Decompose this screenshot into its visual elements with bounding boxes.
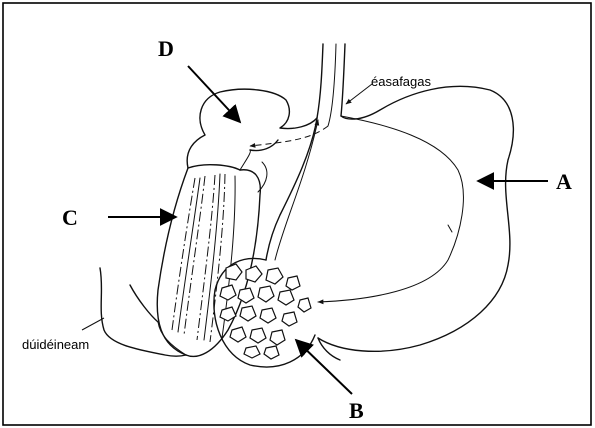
label-A: A [556, 169, 572, 194]
label-C: C [62, 205, 78, 230]
label-D: D [158, 36, 174, 61]
label-esophagus: éasafagas [371, 74, 431, 89]
arrow-D [188, 66, 240, 122]
label-duodenum: dúidéineam [22, 337, 89, 352]
stomach-outline [100, 44, 513, 367]
arrow-duodenum [82, 318, 104, 330]
diagram-frame [3, 3, 591, 425]
label-B: B [349, 398, 364, 423]
reticulum-honeycomb [220, 264, 311, 359]
arrow-esophagus [346, 84, 372, 104]
